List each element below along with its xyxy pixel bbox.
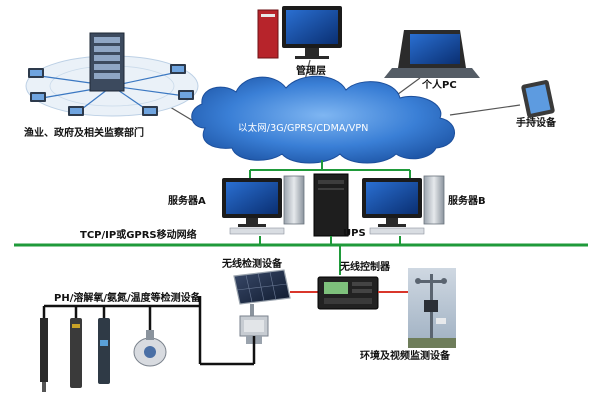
label-personal-pc: 个人PC [422,80,457,91]
label-server-a: 服务器A [168,196,206,207]
server-cluster [25,32,199,117]
management-desktop [257,6,342,59]
label-monitoring-departments: 渔业、政府及相关监察部门 [24,128,144,139]
server-b [362,175,445,235]
label-tcpip-network: TCP/IP或GPRS移动网络 [80,230,197,241]
wireless-controller [317,276,379,310]
network-cloud [191,75,455,164]
sensor-bus [42,296,256,366]
handheld-tablet [521,80,555,118]
label-env-video-monitoring: 环境及视频监测设备 [360,351,450,362]
personal-laptop [384,30,480,78]
label-wireless-controller: 无线控制器 [340,262,390,273]
label-handheld-device: 手持设备 [516,118,556,129]
env-video-station [408,268,456,348]
label-network-protocols: 以太网/3G/GPRS/CDMA/VPN [238,123,369,134]
ups-unit [313,173,349,237]
label-management: 管理层 [296,66,326,77]
label-ups: UPS [343,228,366,239]
server-a [222,175,305,235]
label-wireless-detection: 无线检测设备 [222,259,282,270]
label-water-quality-sensors: PH/溶解氧/氨氮/温度等检测设备 [54,293,201,304]
sensor-probes [40,318,167,392]
wireless-detection-device [233,269,291,344]
label-server-b: 服务器B [448,196,486,207]
